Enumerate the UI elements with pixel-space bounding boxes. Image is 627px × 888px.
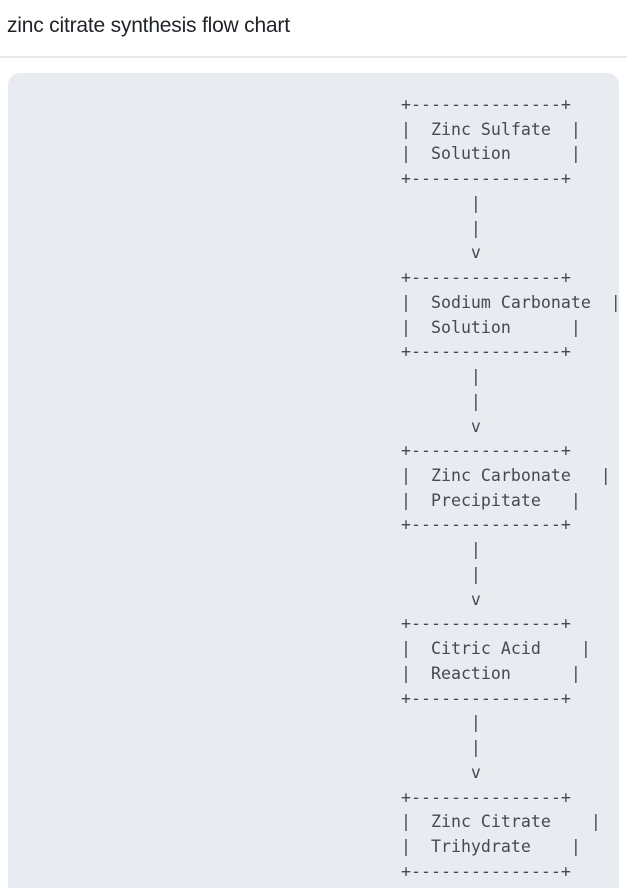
page-title: zinc citrate synthesis flow chart <box>7 14 290 37</box>
code-block-panel: +---------------+ | Zinc Sulfate | | Sol… <box>8 73 621 888</box>
header-bar: zinc citrate synthesis flow chart <box>0 0 627 58</box>
ascii-flowchart: +---------------+ | Zinc Sulfate | | Sol… <box>401 95 621 881</box>
